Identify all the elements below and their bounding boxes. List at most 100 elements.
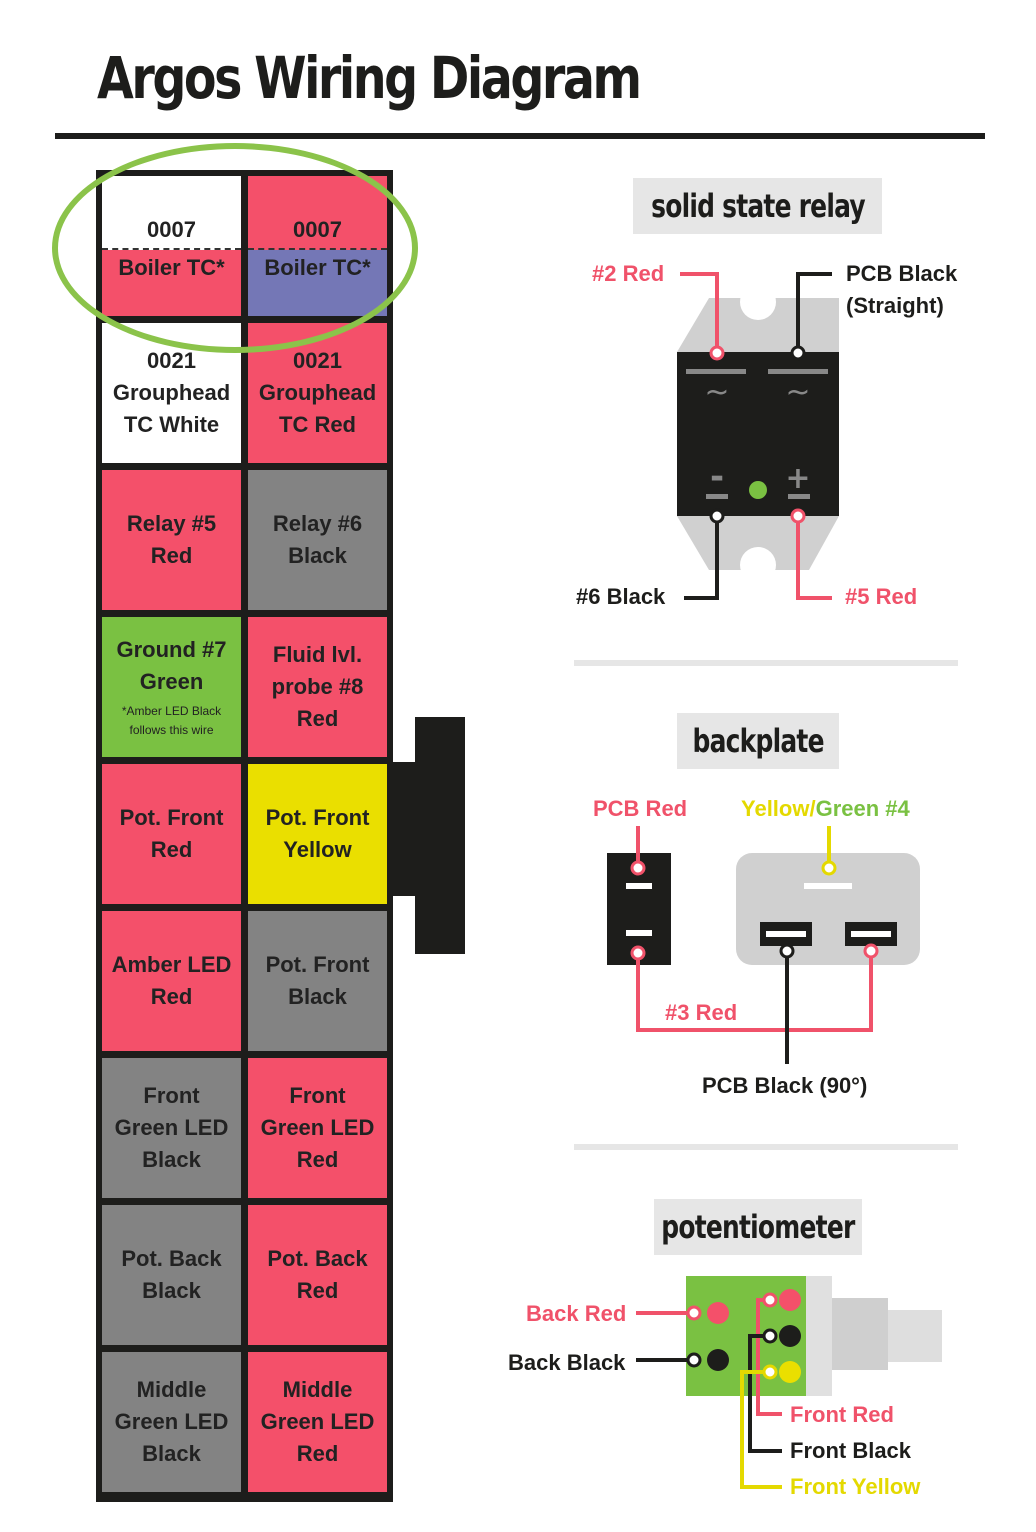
pot-label-front-black: Front Black <box>790 1438 912 1463</box>
connector-latch <box>415 717 465 954</box>
backplate-terminal-dot <box>821 860 837 876</box>
pin-label-line: Black <box>142 1441 201 1466</box>
wire-relay-5-red <box>796 516 832 600</box>
wire-relay-6-black <box>684 516 719 600</box>
relay-status-led <box>749 481 767 499</box>
pot-terminal-dot <box>686 1352 702 1368</box>
relay-plus-symbol: + <box>785 461 810 496</box>
pin-label-line: probe #8 <box>271 674 364 699</box>
pot-terminal-dot <box>686 1305 702 1321</box>
wire-pot-front-black <box>748 1334 782 1453</box>
pin-cell-middle-green-led-black: Middle Green LED Black <box>102 1352 241 1492</box>
relay-label-pcb-line1: PCB Black <box>846 261 958 286</box>
backplate-label-pcb-black: PCB Black (90°) <box>702 1073 868 1098</box>
pin-label-line: Relay #5 <box>126 511 217 536</box>
relay-label-6-black: #6 Black <box>576 584 666 609</box>
backplate-pcb-slot <box>626 930 652 936</box>
pin-label-line: Amber LED <box>111 952 232 977</box>
pin-label-line: Green LED <box>260 1409 375 1434</box>
relay-label-pcb-line2: (Straight) <box>846 293 944 318</box>
relay-minus-symbol: - <box>710 457 724 497</box>
backplate-drawing <box>607 826 920 1064</box>
pin-cell-pot-back-red: Pot. Back Red <box>248 1205 387 1345</box>
pin-label-line: Pot. Front <box>265 805 370 830</box>
pin-label-line: Red <box>150 837 193 862</box>
pin-label-line: Green LED <box>114 1115 229 1140</box>
pin-label-line: 0021 <box>147 348 196 373</box>
backplate-label-green: Green #4 <box>815 796 910 821</box>
pot-terminal-dot <box>762 1364 778 1380</box>
pin-label-line: TC Red <box>279 412 356 437</box>
pot-label-front-red: Front Red <box>790 1402 894 1427</box>
pin-cell-amber-led-red: Amber LED Red <box>102 911 241 1051</box>
pot-label-back-black: Back Black <box>508 1350 626 1375</box>
pin-cell-pot-front-black: Pot. Front Black <box>248 911 387 1051</box>
pin-cell-relay-6-black: Relay #6 Black <box>248 470 387 610</box>
pot-lug-back-red <box>707 1302 729 1324</box>
connector-latch-neck <box>393 762 417 896</box>
pin-cell-grouphead-tc-red: 0021 Grouphead TC Red <box>248 323 387 463</box>
pin-note-line: follows this wire <box>129 723 214 737</box>
potentiometer-heading-text: potentiometer <box>661 1208 855 1246</box>
highlight-oval <box>52 143 418 353</box>
pin-cell-relay-5-red: Relay #5 Red <box>102 470 241 610</box>
wire-relay-2-red <box>680 272 719 353</box>
pin-label-line: Red <box>296 706 339 731</box>
page-title: Argos Wiring Diagram <box>97 44 642 112</box>
pin-label-line: Pot. Front <box>265 952 370 977</box>
wire-pot-front-yellow <box>740 1370 782 1489</box>
pin-cell-pot-front-red: Pot. Front Red <box>102 764 241 904</box>
pin-label-line: Green <box>139 669 204 694</box>
backplate-heading: backplate <box>677 713 839 769</box>
pin-cell-middle-green-led-red: Middle Green LED Red <box>248 1352 387 1492</box>
pin-label-line: Black <box>288 543 347 568</box>
pin-cell-pot-front-yellow: Pot. Front Yellow <box>248 764 387 904</box>
wire-backplate-3-red <box>636 951 873 1032</box>
pin-note-line: *Amber LED Black <box>121 704 222 718</box>
relay-ac-symbol: ~ <box>785 375 810 410</box>
section-divider <box>574 1144 958 1150</box>
pot-threaded-shaft <box>832 1298 888 1370</box>
relay-terminal-bar <box>686 369 746 374</box>
pin-label-line: Pot. Front <box>119 805 224 830</box>
pot-terminal-dot <box>762 1292 778 1308</box>
pot-lug-front-red <box>779 1289 801 1311</box>
wire-relay-pcb-black <box>796 272 832 353</box>
pin-cell-front-green-led-red: Front Green LED Red <box>248 1058 387 1198</box>
relay-terminal-bar <box>788 494 810 499</box>
pot-terminal-dot <box>762 1328 778 1344</box>
pin-cell-fluid-probe-8-red: Fluid lvl. probe #8 Red <box>248 617 387 757</box>
pin-label-line: Pot. Back <box>267 1246 368 1271</box>
pot-bushing <box>806 1276 832 1396</box>
pin-label-line: Grouphead <box>112 380 231 405</box>
relay-terminal-dot <box>790 508 806 524</box>
backplate-socket-slot <box>851 931 891 937</box>
relay-terminal-bar <box>768 369 828 374</box>
pin-label-line: Front <box>289 1083 346 1108</box>
relay-heading-text: solid state relay <box>650 187 866 225</box>
pin-label-line: Red <box>296 1147 339 1172</box>
relay-top-hole <box>740 284 776 320</box>
pot-label-back-red: Back Red <box>526 1301 627 1326</box>
pot-lug-front-yellow <box>779 1361 801 1383</box>
relay-terminal-bar <box>706 494 728 499</box>
relay-label-5-red: #5 Red <box>845 584 918 609</box>
potentiometer-heading: potentiometer <box>654 1199 862 1255</box>
pin-label-line: Red <box>296 1278 339 1303</box>
relay-label-pcb-black: PCB Black (Straight) <box>846 258 957 322</box>
pin-cell-ground-7-green: Ground #7 Green *Amber LED Black follows… <box>102 617 241 757</box>
pot-lug-back-black <box>707 1349 729 1371</box>
pin-label-line: Pot. Back <box>121 1246 222 1271</box>
relay-terminal-dot <box>790 345 806 361</box>
pin-label-line: Red <box>296 1441 339 1466</box>
backplate-terminal-dot <box>863 943 879 959</box>
pot-label-front-yellow: Front Yellow <box>790 1474 921 1499</box>
pin-label-line: Ground #7 <box>116 637 227 662</box>
backplate-terminal-dot <box>779 943 795 959</box>
pin-label-line: Black <box>142 1278 201 1303</box>
backplate-label-3-red: #3 Red <box>665 1000 738 1025</box>
backplate-socket-slot <box>766 931 806 937</box>
pin-label-line: 0021 <box>293 348 342 373</box>
backplate-terminal-dot <box>630 945 646 961</box>
